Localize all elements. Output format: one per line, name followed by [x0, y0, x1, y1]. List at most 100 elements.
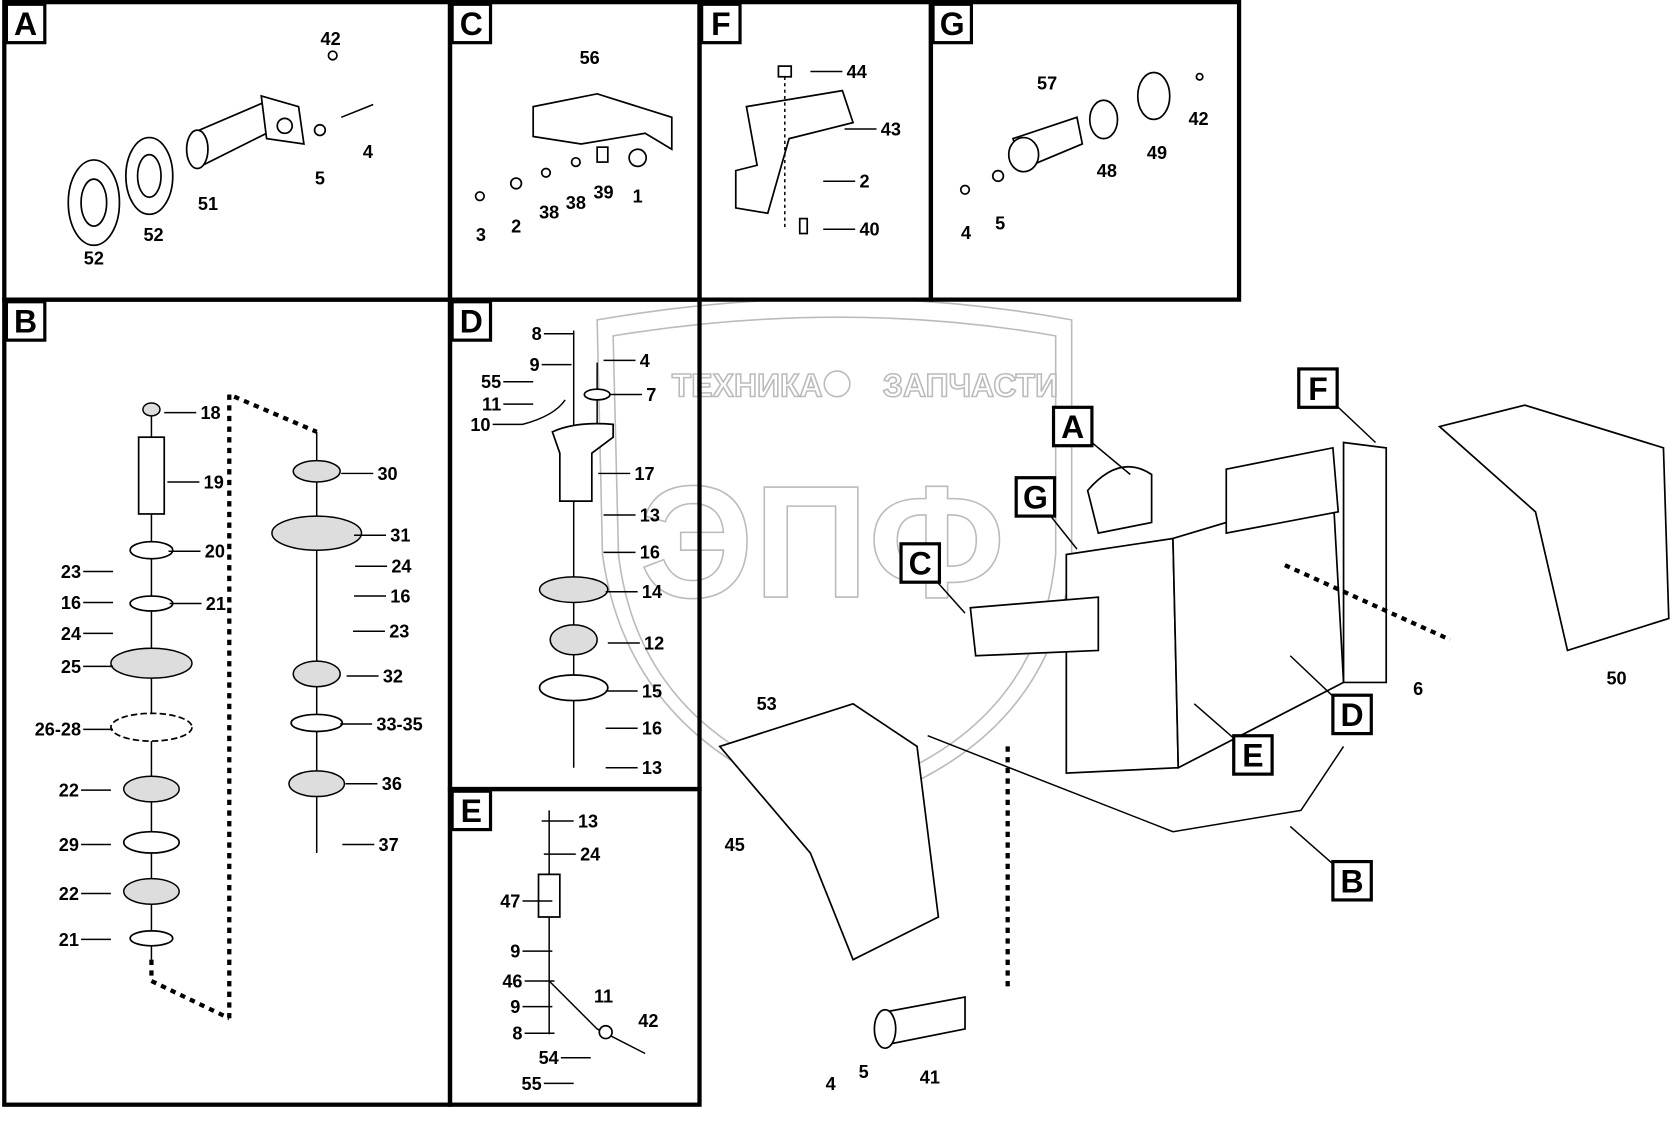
callout-label: 42 [638, 1011, 658, 1031]
callout-label: 14 [642, 582, 662, 602]
callout-label: 29 [59, 835, 79, 855]
callout-label: 11 [594, 986, 613, 1006]
panel-G [928, 0, 1242, 302]
callout-box [1232, 734, 1274, 776]
callout-letter: C [909, 546, 932, 582]
callout-label: 52 [84, 248, 104, 268]
panel-title-box-A [4, 2, 47, 45]
callout-label: 39 [593, 182, 613, 202]
callout-label: 49 [1147, 143, 1167, 163]
callout-label: 44 [847, 62, 867, 82]
callout-label: 13 [640, 505, 660, 525]
callout-label: 24 [61, 624, 81, 644]
panel-title-D: D [460, 304, 483, 340]
callout-letter: E [1242, 738, 1263, 774]
panel-title-A: A [14, 6, 37, 42]
panel-title-box-D [450, 300, 493, 342]
panel-title-F: F [711, 6, 731, 42]
callout-label: 25 [61, 657, 81, 677]
gear-icon [823, 370, 851, 398]
callout-label: 38 [539, 203, 559, 223]
callout-box [1331, 859, 1373, 902]
callout-letter: A [1061, 409, 1084, 445]
callout-label: 21 [59, 930, 79, 950]
callout-label: 37 [379, 835, 399, 855]
callout-label: 16 [390, 586, 410, 606]
callout-label: 45 [725, 835, 745, 855]
callout-label: 4 [363, 142, 373, 162]
callout-label: 5 [859, 1062, 869, 1082]
callout-box [1297, 367, 1339, 409]
callout-label: 21 [206, 594, 226, 614]
callout-label: 18 [200, 403, 220, 423]
panel-title-E: E [461, 793, 482, 829]
part-drawings [67, 50, 1670, 1055]
callout-label: 42 [320, 29, 340, 49]
callout-label: 42 [1188, 109, 1208, 129]
callout-label: 9 [510, 997, 520, 1017]
callout-label: 9 [510, 942, 520, 962]
callout-label: 16 [640, 543, 660, 563]
callout-label: 11 [482, 395, 501, 415]
callout-letter: G [1023, 480, 1048, 516]
callout-label: 16 [642, 719, 662, 739]
callout-label: 40 [859, 220, 879, 240]
watermark-logo: ЭПФ [640, 452, 1005, 631]
panel-title-box-B [4, 300, 47, 342]
callout-label: 30 [377, 464, 397, 484]
callout-label: 4 [961, 223, 971, 243]
panel-title-B: B [14, 304, 37, 340]
callout-label: 4 [640, 351, 650, 371]
callout-box [1051, 405, 1094, 448]
callout-label: 15 [642, 681, 662, 701]
callout-label: 24 [580, 844, 600, 864]
panel-title-box-C [450, 2, 493, 45]
callout-label: 52 [143, 225, 163, 245]
panel-title-box-E [450, 789, 493, 832]
callout-letter: D [1341, 697, 1364, 733]
callout-label: 5 [995, 213, 1005, 233]
callout-label: 47 [500, 891, 520, 911]
panel-title-box-F [700, 2, 742, 45]
callout-label: 5 [315, 168, 325, 188]
callout-label: 7 [646, 385, 656, 405]
watermark-text-left: ТЕХНИКА [672, 368, 823, 404]
callout-letter: B [1341, 863, 1364, 899]
callout-label: 17 [634, 464, 654, 484]
callout-box [899, 542, 942, 584]
callout-label: 50 [1606, 669, 1626, 689]
callout-label: 24 [391, 557, 411, 577]
callout-label: 8 [512, 1024, 522, 1044]
callout-label: 46 [502, 971, 522, 991]
callout-box [1014, 476, 1057, 518]
callout-label: 12 [644, 633, 664, 653]
callout-box [1331, 693, 1373, 736]
callout-label: 32 [383, 666, 403, 686]
panel-E [447, 786, 702, 1107]
callout-label: 48 [1097, 161, 1117, 181]
callout-label: 31 [390, 526, 410, 546]
callout-letter: F [1308, 371, 1328, 407]
callout-label: 43 [881, 119, 901, 139]
callout-label: 22 [59, 781, 79, 801]
callout-label: 2 [859, 172, 869, 192]
watermark-text-right: ЗАПЧАСТИ [883, 368, 1058, 404]
callout-label: 23 [61, 562, 81, 582]
callout-label: 6 [1413, 679, 1423, 699]
callout-label: 4 [826, 1074, 836, 1094]
panel-title-box-G [931, 2, 974, 45]
callout-label: 23 [389, 622, 409, 642]
callout-label: 26-28 [35, 720, 81, 740]
callout-label: 20 [205, 542, 225, 562]
callout-label: 54 [539, 1048, 559, 1068]
callout-label: 8 [532, 324, 542, 344]
callout-label: 55 [522, 1074, 542, 1094]
callout-label: 55 [481, 372, 501, 392]
callout-label: 36 [382, 774, 402, 794]
callout-label: 1 [633, 187, 643, 207]
callout-label: 10 [470, 415, 490, 435]
panel-frames [2, 0, 1242, 1107]
callout-label: 13 [578, 811, 598, 831]
